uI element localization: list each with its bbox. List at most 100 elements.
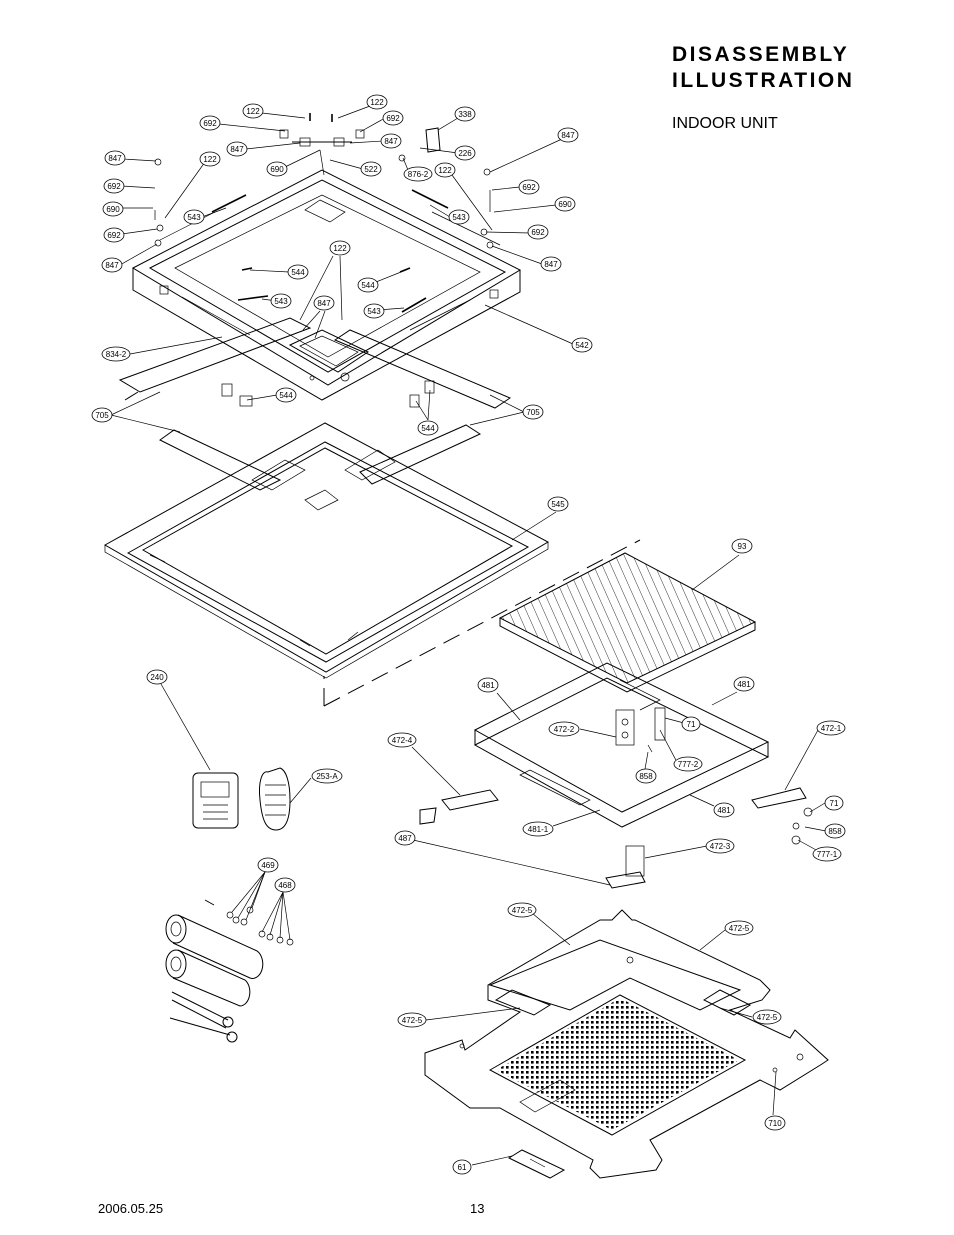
callout: 705 — [91, 407, 113, 423]
callout: 692 — [103, 178, 125, 194]
page-title: DISASSEMBLY ILLUSTRATION — [672, 42, 854, 94]
callout: 481 — [713, 802, 735, 818]
callout-label: 692 — [107, 182, 121, 191]
callout: 122 — [242, 103, 264, 119]
callout-label: 692 — [107, 231, 121, 240]
callout: 226 — [454, 145, 476, 161]
panel-frame-545 — [103, 422, 550, 679]
callout-label: 543 — [452, 213, 466, 222]
callout: 692 — [382, 110, 404, 126]
callout-label: 690 — [270, 165, 284, 174]
callout-label: 543 — [274, 297, 288, 306]
callout: 692 — [527, 224, 549, 240]
callout-label: 847 — [230, 145, 244, 154]
callout: 847 — [101, 257, 123, 273]
callout-label: 481 — [737, 680, 751, 689]
callout-label: 338 — [458, 110, 472, 119]
callout: 472-3 — [705, 838, 735, 854]
callout-label: 705 — [95, 411, 109, 420]
title-line-2: ILLUSTRATION — [672, 69, 855, 92]
callout: 692 — [199, 115, 221, 131]
wireless-remote-controller — [259, 767, 291, 831]
callout-label: 545 — [551, 500, 565, 509]
front-panel — [424, 909, 829, 1179]
callout-label: 876-2 — [408, 170, 429, 179]
callout: 692 — [518, 179, 540, 195]
callout-label: 122 — [246, 107, 260, 116]
callout-label: 847 — [105, 261, 119, 270]
callout: 544 — [357, 277, 379, 293]
callout: 834-2 — [101, 346, 131, 362]
callout-label: 710 — [768, 1119, 782, 1128]
callout-label: 522 — [364, 165, 378, 174]
callout-label: 122 — [370, 98, 384, 107]
callout-label: 481-1 — [528, 825, 549, 834]
callout: 705 — [522, 404, 544, 420]
callout-label: 481 — [481, 681, 495, 690]
callout: 847 — [104, 150, 126, 166]
callout: 472-1 — [816, 720, 846, 736]
callout-leaders — [110, 105, 827, 1166]
callout: 544 — [417, 420, 439, 436]
callout-label: 122 — [203, 155, 217, 164]
assembly-guide-line — [323, 539, 641, 707]
callout: 253-A — [311, 768, 343, 784]
callout: 71 — [681, 716, 701, 732]
callout-label: 692 — [522, 183, 536, 192]
callout: 876-2 — [403, 166, 433, 182]
callout-label: 690 — [106, 205, 120, 214]
intake-grille-481 — [473, 662, 770, 828]
callout-label: 469 — [261, 861, 275, 870]
callout: 472-2 — [548, 721, 580, 737]
callout: 240 — [146, 669, 168, 685]
callout-label: 847 — [561, 131, 575, 140]
callout-label: 544 — [279, 391, 293, 400]
callout-label: 472-2 — [554, 725, 575, 734]
callout: 481-1 — [522, 821, 554, 837]
fixture-plates-705 — [118, 317, 512, 491]
callout: 469 — [257, 857, 279, 873]
callout-label: 472-1 — [821, 724, 842, 733]
callout-label: 847 — [544, 260, 558, 269]
callout: 93 — [731, 538, 753, 554]
callout-label: 240 — [150, 673, 164, 682]
callout: 122 — [366, 94, 388, 110]
title-line-1: DISASSEMBLY — [672, 43, 850, 66]
callout: 468 — [274, 877, 296, 893]
callout-label: 93 — [738, 542, 747, 551]
callout: 777-2 — [673, 756, 703, 772]
callout: 122 — [434, 162, 456, 178]
indoor-unit-chassis — [131, 169, 522, 401]
callout-label: 544 — [361, 281, 375, 290]
callout: 542 — [571, 337, 593, 353]
callout-label: 777-1 — [817, 850, 838, 859]
callout-label: 468 — [278, 881, 292, 890]
insulation-tubes — [165, 914, 264, 1007]
callout-label: 690 — [558, 200, 572, 209]
callout-label: 542 — [575, 341, 589, 350]
callout-label: 253-A — [316, 772, 338, 781]
callout: 847 — [557, 127, 579, 143]
page-subtitle: INDOOR UNIT — [672, 115, 778, 132]
callout: 122 — [199, 151, 221, 167]
callout-label: 777-2 — [678, 760, 699, 769]
callout-label: 858 — [828, 827, 842, 836]
callout: 487 — [394, 830, 416, 846]
brackets-543 — [211, 189, 449, 313]
callout: 544 — [275, 387, 297, 403]
callout-label: 71 — [830, 799, 839, 808]
callout-label: 472-3 — [710, 842, 731, 851]
callout-label: 692 — [531, 228, 545, 237]
callout-label: 487 — [398, 834, 412, 843]
callout: 472-5 — [397, 1012, 427, 1028]
latches-472 — [419, 787, 813, 889]
wired-remote-controller — [192, 772, 239, 829]
display-panel-61 — [507, 1149, 566, 1179]
callout-label: 847 — [384, 137, 398, 146]
callout: 122 — [329, 240, 351, 256]
callout: 710 — [764, 1115, 786, 1131]
callout-label: 472-4 — [392, 736, 413, 745]
callout: 690 — [102, 201, 124, 217]
callout-label: 543 — [187, 213, 201, 222]
callout-label: 122 — [333, 244, 347, 253]
